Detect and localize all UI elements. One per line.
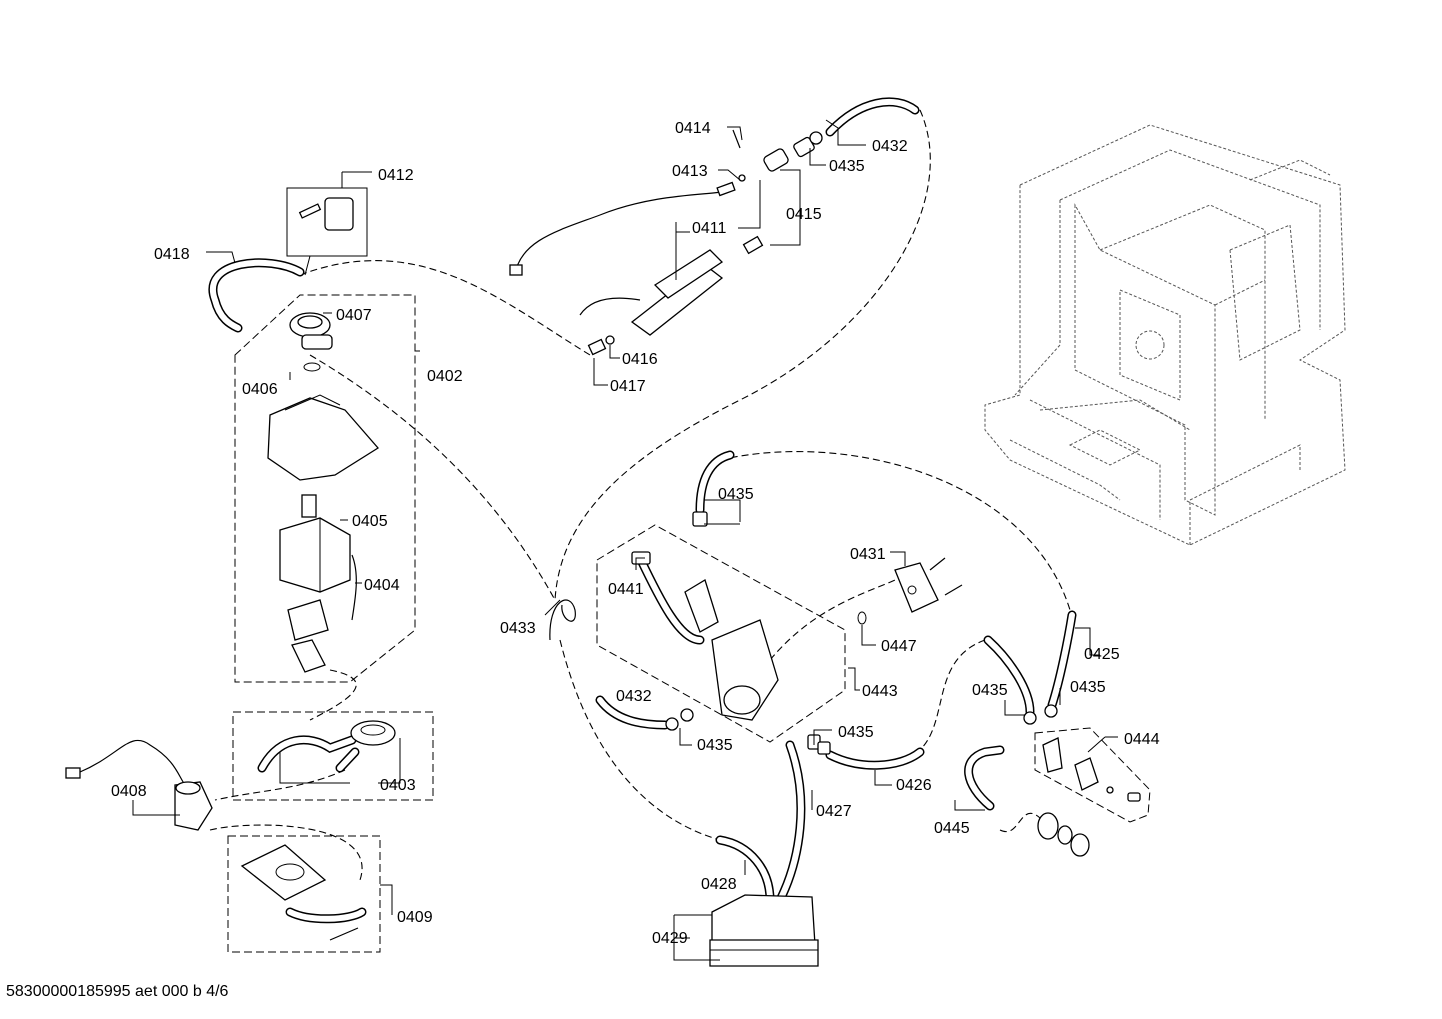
- label-0418: 0418: [154, 246, 190, 263]
- hose-assembly-0403: [257, 720, 396, 773]
- label-0435-grinder: 0435: [838, 724, 874, 741]
- label-0415: 0415: [786, 206, 822, 223]
- plate-part-0409: [240, 844, 367, 941]
- label-0405: 0405: [352, 513, 388, 530]
- group-box-0444: [1034, 727, 1151, 823]
- hose-routes: [209, 109, 1071, 881]
- drawing-reference-footer: 58300000185995 aet 000 b 4/6: [6, 983, 229, 1000]
- grinder-part-0443: [631, 551, 779, 721]
- label-0417: 0417: [610, 378, 646, 395]
- group-box-0409: [227, 835, 381, 953]
- group-box-0443: [596, 524, 846, 743]
- label-0435-right-b: 0435: [1070, 679, 1106, 696]
- label-0413: 0413: [672, 163, 708, 180]
- appliance-frame: [984, 124, 1346, 546]
- flowmeter-part-0407: [289, 312, 333, 372]
- label-0403: 0403: [380, 777, 416, 794]
- label-0411: 0411: [692, 220, 727, 237]
- label-0407: 0407: [336, 307, 372, 324]
- label-0428: 0428: [701, 876, 737, 893]
- label-0429: 0429: [652, 930, 688, 947]
- tank-part-0429: [709, 894, 819, 967]
- label-0412: 0412: [378, 167, 414, 184]
- label-0408: 0408: [111, 783, 147, 800]
- leader-lines: [132, 119, 1118, 961]
- label-0447: 0447: [881, 638, 917, 655]
- switch-assembly-0444: [1042, 737, 1141, 802]
- label-0443: 0443: [862, 683, 898, 700]
- label-0444: 0444: [1124, 731, 1160, 748]
- label-0432-lower: 0432: [616, 688, 652, 705]
- label-0433: 0433: [500, 620, 536, 637]
- label-0416: 0416: [622, 351, 658, 368]
- switch-part-0431: [857, 557, 963, 625]
- group-box-0403: [232, 711, 434, 801]
- label-0404: 0404: [364, 577, 400, 594]
- label-0432-top: 0432: [872, 138, 908, 155]
- label-0426: 0426: [896, 777, 932, 794]
- label-0427: 0427: [816, 803, 852, 820]
- knob-part: [999, 812, 1090, 857]
- pump-housing-part: [267, 394, 379, 673]
- label-0435-top: 0435: [829, 158, 865, 175]
- label-0445: 0445: [934, 820, 970, 837]
- hose-part-0435-right: [983, 635, 1035, 717]
- label-0435-right-a: 0435: [972, 682, 1008, 699]
- label-0435-mid: 0435: [718, 486, 754, 503]
- label-0402: 0402: [427, 368, 463, 385]
- label-0441: 0441: [608, 581, 644, 598]
- clamp-part-0412: [286, 187, 368, 276]
- heater-part-0411: [509, 191, 724, 336]
- fittings-part-0415: [587, 129, 823, 356]
- label-0425: 0425: [1084, 646, 1120, 663]
- label-0431: 0431: [850, 546, 886, 563]
- clip-part-0433: [549, 599, 576, 641]
- label-0435-lower: 0435: [697, 737, 733, 754]
- label-0414: 0414: [675, 120, 711, 137]
- group-box-0402: [234, 294, 416, 683]
- label-0406: 0406: [242, 381, 278, 398]
- label-0409: 0409: [397, 909, 433, 926]
- valve-part-0408: [65, 739, 213, 831]
